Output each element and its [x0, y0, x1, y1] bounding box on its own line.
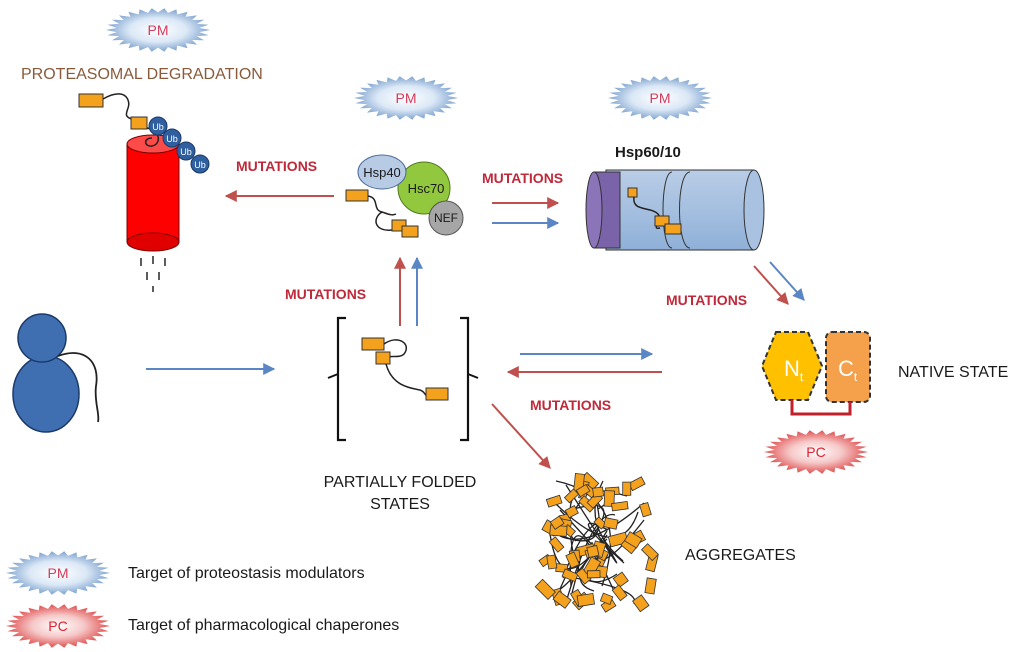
aggregate-block: [603, 517, 619, 530]
legend-pm-text: Target of proteostasis modulators: [128, 565, 365, 582]
aggregate-block: [563, 488, 580, 504]
pm-badge-label: PM: [650, 90, 671, 106]
pm-starburst-icon: [608, 76, 712, 120]
proteasome-cylinder-icon: [126, 143, 180, 243]
aggregate-block: [565, 551, 580, 569]
aggregate-block: [644, 577, 657, 595]
pm-starburst-icon: [106, 8, 210, 52]
aggregate-block: [611, 584, 628, 602]
aggregate-block: [534, 578, 556, 601]
aggregate-block: [552, 590, 572, 609]
mutations-label-native: MUTATIONS: [666, 292, 748, 308]
n-domain-icon: [760, 331, 824, 401]
proteasome: Ub Ub Ub Ub: [78, 93, 210, 292]
aggregate-strand: [549, 497, 639, 538]
aggregate-block: [622, 481, 632, 496]
native-state-label: NATIVE STATE: [898, 364, 1009, 381]
aggregate-block: [586, 570, 601, 579]
mutations-label-aggregates: MUTATIONS: [530, 397, 612, 413]
hsp40-label: Hsp40: [363, 165, 401, 180]
aggregate-block: [546, 554, 558, 570]
arrow-hsp60-to-native-blue: [769, 261, 805, 301]
pm-starburst-icon: [354, 76, 458, 120]
aggregate-block: [564, 505, 579, 519]
proteasomal-degradation-label: PROTEASOMAL DEGRADATION: [21, 66, 263, 83]
aggregate-block: [612, 571, 629, 588]
mutations-label-chaperone: MUTATIONS: [285, 286, 367, 302]
aggregate-block: [575, 567, 592, 585]
aggregate-block: [592, 486, 605, 498]
aggregate-block: [561, 568, 579, 583]
hsp60-label: Hsp60/10: [615, 144, 681, 161]
partially-folded-bracket: [327, 316, 479, 442]
ub-label: Ub: [166, 134, 178, 144]
legend-pc-text: Target of pharmacological chaperones: [128, 617, 400, 634]
pc-badge-label: PC: [48, 618, 67, 634]
mutations-label-proteasome: MUTATIONS: [236, 158, 318, 174]
aggregate-block: [599, 592, 614, 605]
hsp40-icon: [357, 154, 407, 190]
peptide-fragments-icon: [140, 256, 166, 292]
aggregate-block: [611, 500, 629, 512]
pc-starburst-icon: [6, 604, 110, 648]
nef-icon: [428, 200, 464, 236]
hsp60-barrel: [585, 169, 765, 251]
pc-badge-label: PC: [806, 444, 825, 460]
pm-badge-label: PM: [148, 22, 169, 38]
aggregate-block: [623, 531, 643, 549]
ub-label: Ub: [194, 160, 206, 170]
n-domain-label: Nt: [784, 356, 804, 384]
hsc70-label: Hsc70: [408, 181, 445, 196]
aggregate-block: [640, 543, 659, 562]
partially-folded-label: PARTIALLY FOLDED STATES: [323, 474, 477, 513]
aggregate-block: [548, 536, 565, 553]
aggregate-strand: [564, 513, 616, 607]
nef-label: NEF: [434, 211, 458, 225]
ribosome-small-subunit-icon: [17, 313, 67, 363]
mutations-label-hsp60: MUTATIONS: [482, 170, 564, 186]
ub-label: Ub: [152, 122, 164, 132]
aggregate-block: [639, 502, 652, 518]
pm-starburst-icon: [6, 551, 110, 595]
aggregate-block: [632, 594, 650, 613]
pm-badge-chaperone: PM: [354, 76, 458, 120]
c-domain-label: Ct: [838, 356, 858, 384]
pm-badge-top-left: PM: [106, 8, 210, 52]
aggregate-cluster: [534, 471, 659, 613]
aggregates-label: AGGREGATES: [685, 547, 796, 564]
ub-label: Ub: [180, 147, 192, 157]
arrow-partial-to-aggregates: [491, 403, 551, 469]
aggregate-strand: [555, 480, 612, 587]
legend-pc-badge: PC: [6, 604, 110, 648]
aggregate-block: [603, 490, 615, 507]
aggregate-block: [576, 592, 596, 607]
ubiquitin-chain: Ub Ub Ub Ub: [148, 116, 210, 174]
aggregate-strand: [565, 484, 618, 564]
c-domain-icon: [825, 331, 871, 403]
pm-badge-hsp60: PM: [608, 76, 712, 120]
legend-pm-badge: PM: [6, 551, 110, 595]
chaperone-complex: Hsp40 Hsc70 NEF: [345, 154, 464, 238]
aggregate-block: [549, 515, 565, 530]
ribosome: [12, 313, 100, 433]
pc-badge-native: PC: [764, 430, 868, 474]
aggregate-block: [586, 544, 600, 558]
aggregate-block: [575, 483, 591, 498]
ribosome-large-subunit-icon: [12, 355, 80, 433]
pm-badge-label: PM: [48, 565, 69, 581]
arrow-hsp60-to-native-red: [753, 265, 789, 305]
hsc70-icon: [397, 161, 451, 215]
arrows: [146, 190, 805, 469]
aggregate-block: [545, 494, 563, 508]
pc-starburst-icon: [764, 430, 868, 474]
pm-badge-label: PM: [396, 90, 417, 106]
native-state: Nt Ct: [760, 331, 871, 416]
